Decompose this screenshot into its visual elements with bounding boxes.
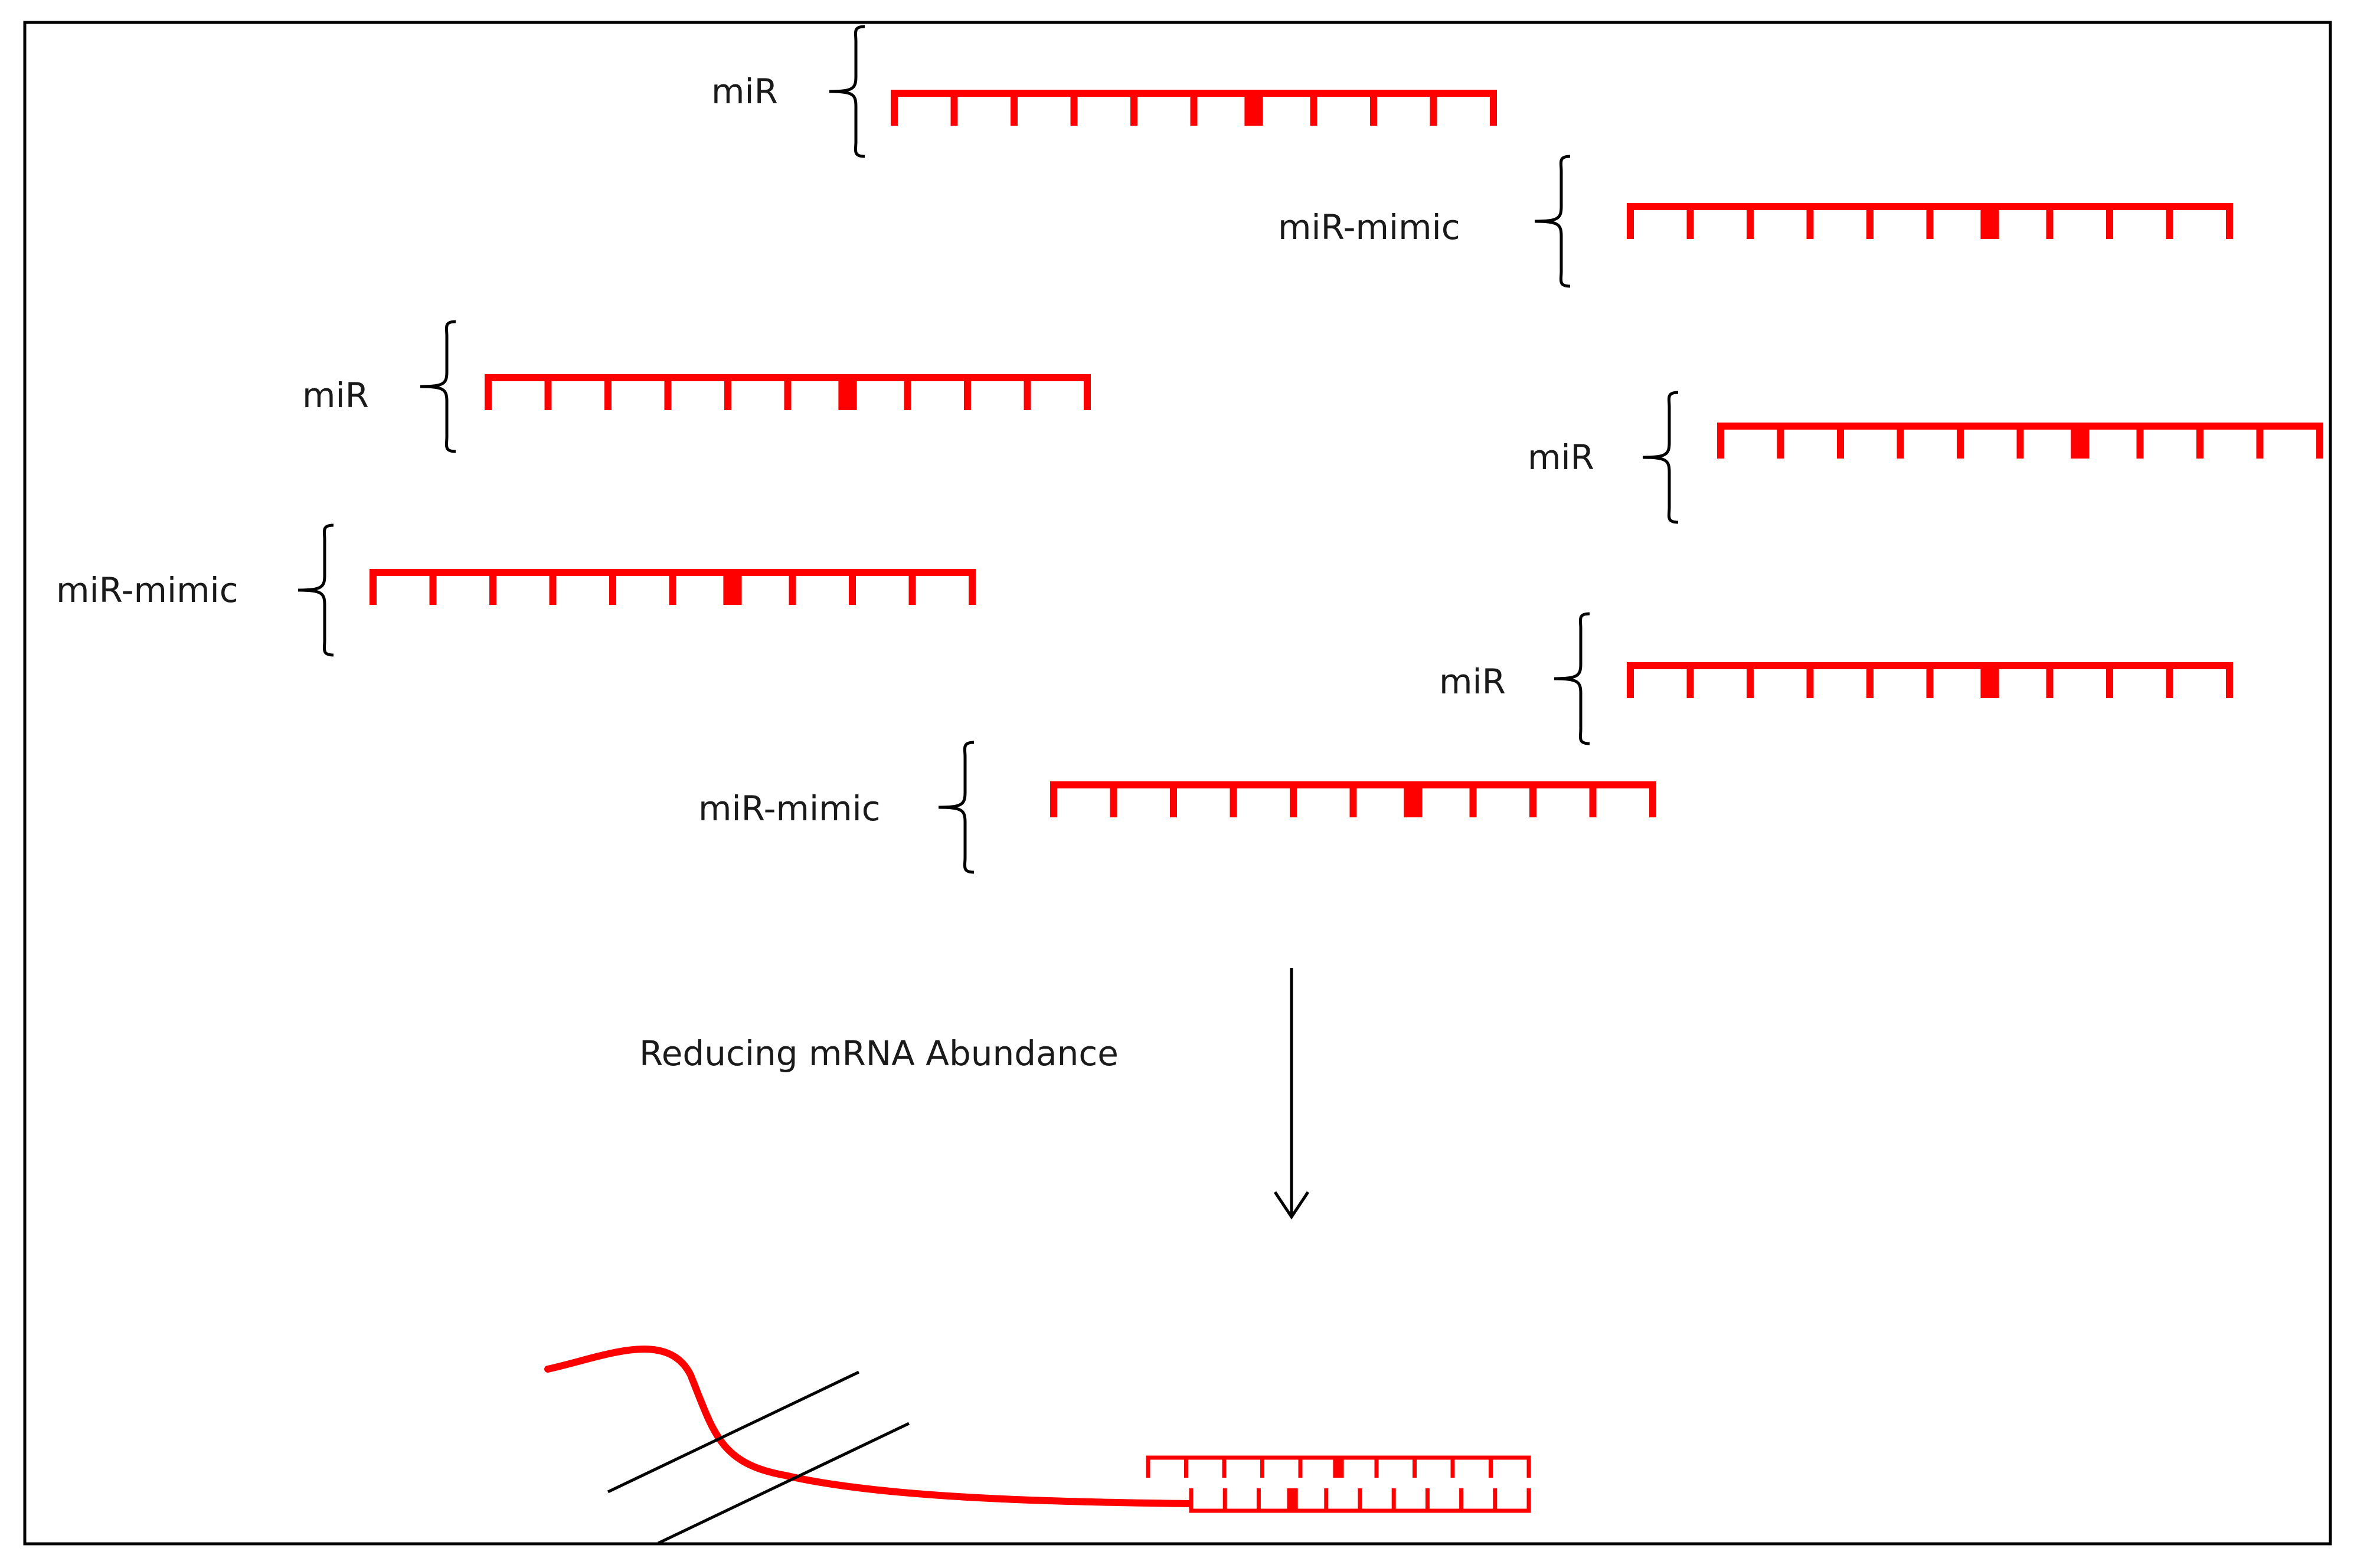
strand-label-1: miR-mimic (1278, 207, 1460, 247)
duplex-strand-bottom (1189, 1488, 1531, 1513)
diagram-frame (23, 21, 2332, 1546)
strand-group-2: miR (302, 320, 1091, 453)
strand-bar-4 (370, 569, 976, 605)
strand-group-3: miR (1528, 391, 2323, 524)
curly-brace-1 (1534, 155, 1571, 288)
cleavage-line-1 (607, 1370, 860, 1494)
curly-brace-5 (1554, 612, 1590, 745)
strand-label-3: miR (1528, 437, 1594, 477)
strand-label-4: miR-mimic (56, 570, 238, 610)
strand-group-6: miR-mimic (698, 741, 1656, 874)
strand-label-2: miR (302, 375, 369, 415)
reduction-arrow (1273, 968, 1310, 1220)
strand-bar-5 (1627, 662, 2233, 698)
arrow-caption: Reducing mRNA Abundance (639, 1033, 1119, 1073)
strand-bar-0 (891, 90, 1497, 126)
curly-brace-3 (1642, 391, 1679, 524)
mrna-curve (544, 1346, 1193, 1507)
duplex-strand-top (1146, 1455, 1531, 1478)
mrna-duplex (544, 1346, 1531, 1545)
strand-bar-2 (485, 374, 1091, 410)
strand-label-6: miR-mimic (698, 788, 881, 829)
arrow-head (1273, 1191, 1310, 1220)
curly-brace-2 (420, 320, 456, 453)
strand-bar-6 (1050, 781, 1656, 817)
strand-bar-3 (1717, 423, 2323, 459)
curly-brace-0 (829, 25, 865, 158)
cleavage-line-2 (657, 1422, 910, 1545)
curly-brace-4 (297, 523, 334, 657)
strand-group-4: miR-mimic (56, 523, 976, 657)
strand-label-5: miR (1439, 662, 1506, 702)
strand-group-1: miR-mimic (1278, 155, 2233, 288)
strand-group-0: miR (711, 25, 1497, 158)
strand-group-5: miR (1439, 612, 2233, 745)
curly-brace-6 (938, 741, 975, 874)
strand-label-0: miR (711, 71, 778, 112)
strand-bar-1 (1627, 203, 2233, 239)
